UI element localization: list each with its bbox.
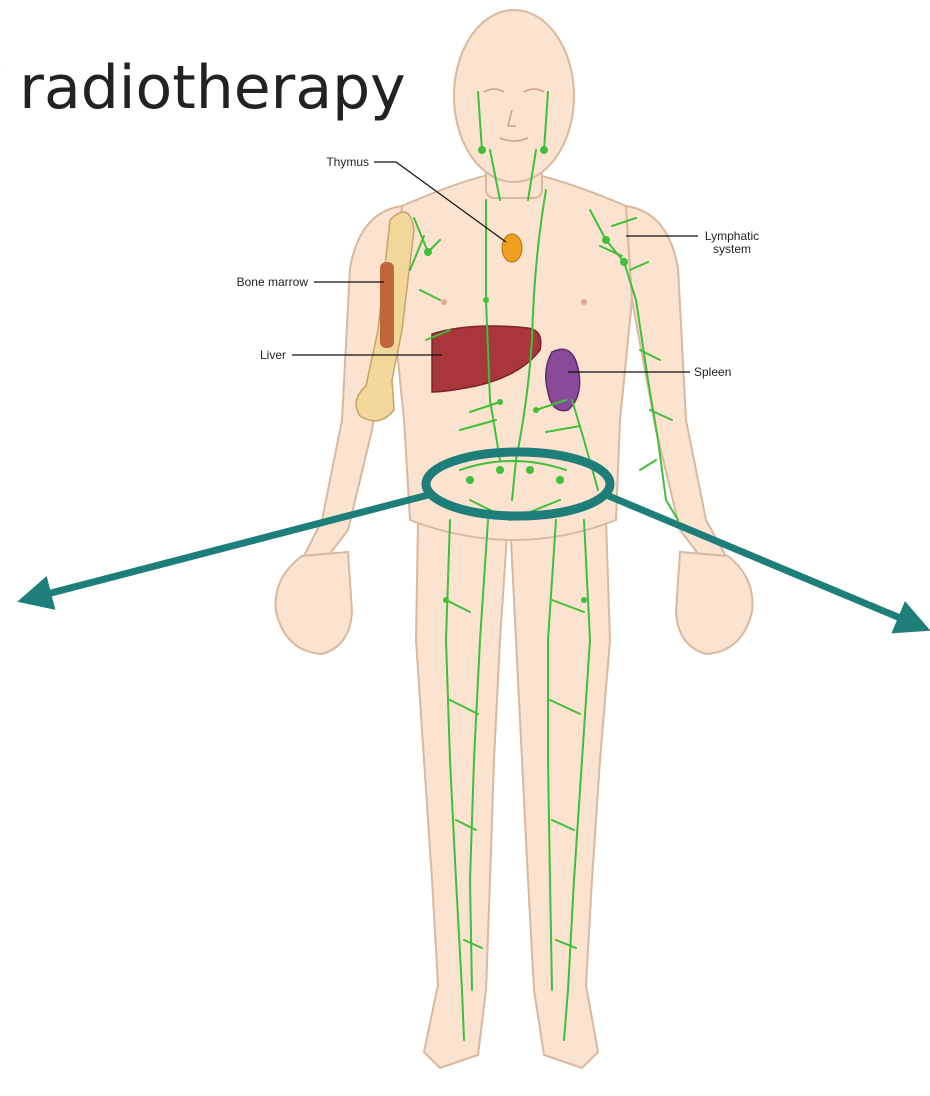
bone-marrow [380, 262, 394, 348]
thymus-label: Thymus [326, 155, 369, 169]
bone-marrow-label: Bone marrow [237, 275, 309, 289]
left-arrow [24, 494, 432, 600]
thymus [502, 234, 522, 262]
lymphatic-label-line1: Lymphatic [705, 229, 759, 243]
right-arrow [604, 494, 924, 628]
right-hand [676, 552, 753, 654]
head [454, 10, 574, 182]
lymphatic-label-line2: system [713, 242, 751, 256]
left-hand [276, 552, 352, 654]
spleen-label: Spleen [694, 365, 731, 379]
liver-label: Liver [260, 348, 286, 362]
